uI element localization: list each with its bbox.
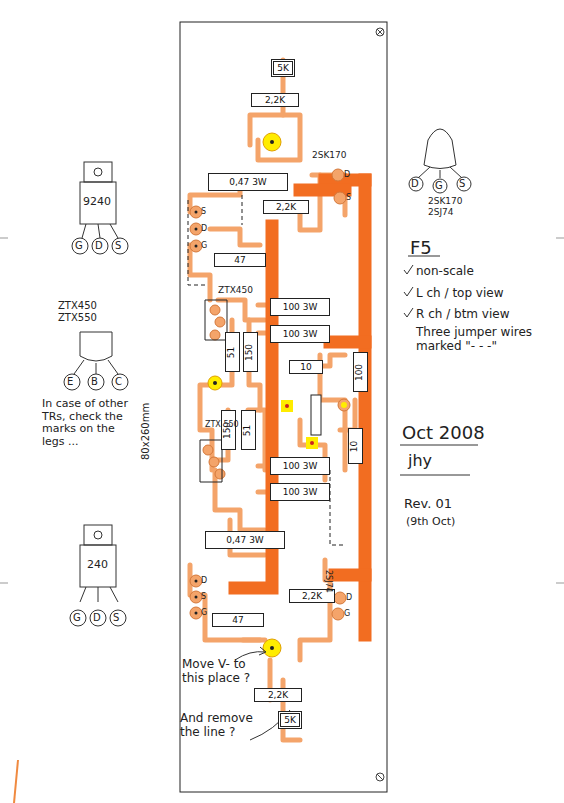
note-label: 2SK170 (428, 196, 463, 206)
part-value: 0,47 3W (229, 178, 267, 187)
note-label: S (201, 592, 206, 601)
resistor-box: 2,2K (263, 200, 309, 214)
note-label: G (201, 608, 207, 617)
note-label: And remove the line ? (180, 712, 260, 740)
note-label: D (346, 593, 352, 602)
resistor-box: 2,2K (254, 688, 302, 702)
note-label: Move V- to this place ? (182, 658, 268, 686)
note-label: jhy (408, 452, 432, 470)
resistor-box: 100 3W (270, 483, 330, 501)
note-label: R ch / btm view (416, 308, 510, 322)
note-label: S (113, 612, 119, 624)
note-label: ZTX450 (218, 285, 253, 295)
note-label: D (411, 178, 419, 190)
note-label: C (115, 376, 122, 388)
part-value: 150 (246, 343, 255, 360)
note-label: D (344, 170, 350, 179)
note-label: Three jumper wires marked "- - -" (416, 326, 546, 354)
part-value: 2,2K (302, 592, 322, 601)
part-value: 2,2K (268, 691, 288, 700)
part-value: 100 3W (283, 330, 318, 339)
part-value: 2,2K (276, 203, 296, 212)
note-label: 80x260mm (140, 403, 152, 460)
note-label: ZTX550 (58, 312, 97, 324)
note-label: S (346, 193, 351, 202)
note-label: S (459, 178, 465, 190)
part-value: 100 3W (283, 488, 318, 497)
resistor-box: 51 (241, 410, 256, 450)
part-value: 0,47 3W (226, 536, 264, 545)
note-label: 240 (87, 559, 108, 572)
note-label: D (93, 612, 101, 624)
resistor-box: 100 (353, 352, 368, 392)
note-label: D (201, 224, 207, 233)
resistor-box: 0,47 3W (208, 173, 288, 191)
resistor-box: 47 (212, 613, 264, 627)
part-value: 100 3W (283, 462, 318, 471)
resistor-box: 0,47 3W (205, 531, 285, 549)
resistor-box: 100 3W (270, 298, 330, 316)
resistor-box: 10 (348, 428, 363, 464)
note-label: 2SJ74 (428, 207, 454, 217)
part-value: 2,2K (265, 96, 285, 105)
note-label: (9th Oct) (406, 516, 455, 529)
note-label: F5 (410, 238, 432, 259)
note-label: E (67, 376, 73, 388)
part-value: 51 (227, 346, 236, 357)
trimpot-box: 5K (271, 59, 295, 77)
note-label: 2SK170 (312, 150, 347, 160)
note-label: ZTX 550 (205, 420, 239, 429)
resistor-box: 150 (243, 332, 258, 372)
note-label: D (95, 240, 103, 252)
part-value: 5K (284, 716, 296, 725)
resistor-box: 100 3W (270, 325, 330, 343)
resistor-box: 150 (221, 410, 236, 450)
part-value: 47 (234, 256, 245, 265)
note-label: ZTX450 (58, 300, 97, 312)
note-label: S (201, 207, 206, 216)
resistor-box: 100 3W (270, 457, 330, 475)
part-value: 5K (277, 64, 289, 73)
resistor-box: 2,2K (251, 93, 299, 107)
resistor-box: 10 (289, 360, 323, 374)
note-label: G (75, 240, 83, 252)
note-label: 2SJ74 (324, 570, 333, 593)
trimpot-box: 5K (278, 711, 302, 729)
note-label: D (201, 576, 207, 585)
resistor-box: 47 (214, 253, 266, 267)
part-value: 100 (356, 363, 365, 380)
note-label: B (91, 376, 98, 388)
note-label: In case of other TRs, check the marks on… (42, 398, 138, 449)
note-label: L ch / top view (416, 287, 504, 301)
note-label: S (115, 240, 121, 252)
part-value: 51 (243, 424, 252, 435)
part-value: 100 3W (283, 303, 318, 312)
note-label: Rev. 01 (404, 497, 452, 512)
note-label: G (201, 241, 207, 250)
resistor-box: 51 (225, 332, 240, 372)
part-value: 47 (232, 616, 243, 625)
note-label: G (73, 612, 81, 624)
note-label: G (344, 609, 350, 618)
part-value: 10 (350, 440, 359, 451)
part-value: 10 (300, 363, 311, 372)
note-label: G (435, 180, 443, 192)
note-label: Oct 2008 (402, 423, 485, 444)
note-label: non-scale (416, 265, 474, 279)
note-label: 9240 (83, 196, 111, 209)
